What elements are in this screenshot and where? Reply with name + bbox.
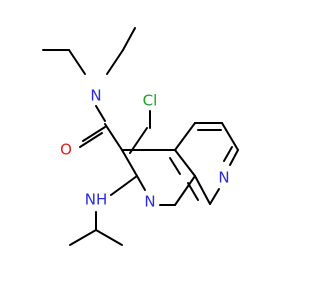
atom-label-n-ring: N bbox=[218, 169, 229, 187]
bond bbox=[229, 149, 239, 166]
bond bbox=[169, 157, 181, 175]
bond bbox=[106, 49, 124, 75]
bond bbox=[136, 175, 146, 191]
bond bbox=[68, 49, 86, 75]
atom-label-n-ring: N bbox=[144, 193, 155, 211]
bond bbox=[209, 188, 220, 205]
atom-label-cl: Cl bbox=[143, 92, 158, 110]
bonds bbox=[42, 27, 239, 246]
bond bbox=[69, 229, 97, 246]
bond bbox=[95, 229, 123, 246]
bond bbox=[174, 175, 196, 206]
bond bbox=[187, 182, 199, 201]
bond bbox=[104, 123, 123, 151]
bond bbox=[221, 122, 239, 151]
atom-labels: N O Cl NH N N bbox=[60, 87, 230, 211]
bond bbox=[95, 105, 106, 122]
bond bbox=[79, 132, 103, 148]
bond bbox=[82, 126, 106, 142]
bond bbox=[110, 175, 138, 196]
bond bbox=[121, 149, 138, 177]
bond bbox=[194, 175, 211, 205]
structure-canvas: N O Cl NH N N bbox=[42, 27, 239, 246]
bond bbox=[223, 146, 233, 162]
atom-label-o: O bbox=[60, 141, 72, 159]
bond bbox=[122, 27, 136, 51]
bond bbox=[174, 122, 196, 151]
atom-label-nh: NH bbox=[85, 191, 108, 209]
atom-label-n: N bbox=[90, 87, 101, 105]
bond bbox=[174, 149, 196, 177]
bond bbox=[129, 127, 148, 154]
